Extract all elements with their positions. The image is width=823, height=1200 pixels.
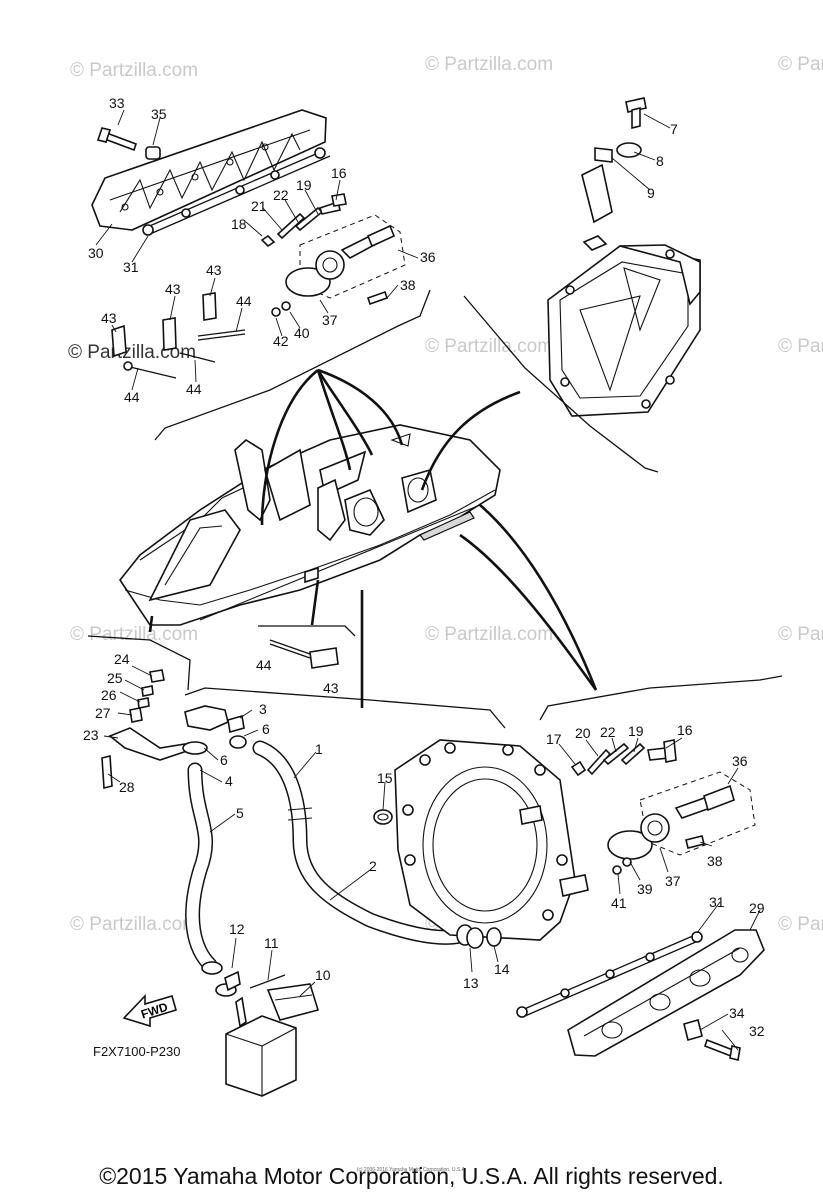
copyright-footer: ©2015 Yamaha Motor Corporation, U.S.A. A… bbox=[99, 1163, 724, 1189]
callout-38: 38 bbox=[400, 277, 416, 293]
callout-20: 20 bbox=[575, 725, 591, 741]
sponson-assembly-top bbox=[91, 109, 331, 236]
callout-31: 31 bbox=[123, 259, 139, 275]
callout-13: 13 bbox=[463, 975, 479, 991]
callout-40: 40 bbox=[294, 325, 310, 341]
scupper-assembly-top bbox=[260, 193, 406, 317]
callout-25: 25 bbox=[107, 670, 123, 686]
callout-1: 1 bbox=[315, 741, 323, 757]
hoses-left bbox=[182, 705, 468, 997]
group-bracket-top-left bbox=[154, 289, 431, 441]
callout-16: 16 bbox=[331, 165, 347, 181]
callout-39: 39 bbox=[637, 881, 653, 897]
callout-19: 19 bbox=[296, 177, 312, 193]
callout-26: 26 bbox=[101, 687, 117, 703]
callout-17: 17 bbox=[546, 731, 562, 747]
group-bracket-bottom-left bbox=[87, 635, 191, 691]
callout-labels: 33 35 30 31 18 21 22 19 16 36 38 37 40 4… bbox=[83, 95, 765, 1039]
callout-3: 3 bbox=[259, 701, 267, 717]
callout-21: 21 bbox=[251, 198, 267, 214]
callout-34: 34 bbox=[729, 1005, 745, 1021]
callout-36: 36 bbox=[732, 753, 748, 769]
callout-44: 44 bbox=[236, 293, 252, 309]
callout-2: 2 bbox=[369, 858, 377, 874]
scupper-assembly-bottom bbox=[570, 739, 756, 875]
watermark: © Partzilla.com bbox=[778, 914, 823, 935]
group-bracket-bottom-center bbox=[184, 687, 506, 729]
callout-31: 31 bbox=[709, 894, 725, 910]
clip-pins-center bbox=[258, 625, 356, 669]
hose-clamps-center bbox=[373, 809, 502, 949]
callout-42: 42 bbox=[273, 333, 289, 349]
group-bracket-bottom-right bbox=[539, 675, 783, 721]
nozzle-assembly-top bbox=[547, 97, 701, 417]
tiny-credit: (c) 2006-2016 Yamaha Motor Corporation, … bbox=[356, 1167, 467, 1173]
clip-pins-top bbox=[111, 292, 246, 379]
callout-43: 43 bbox=[101, 310, 117, 326]
callout-44: 44 bbox=[186, 381, 202, 397]
water-box bbox=[225, 974, 320, 1097]
callout-12: 12 bbox=[229, 921, 245, 937]
callout-7: 7 bbox=[670, 121, 678, 137]
callout-32: 32 bbox=[749, 1023, 765, 1039]
callout-27: 27 bbox=[95, 705, 111, 721]
watermark: © Partzilla.com bbox=[70, 624, 198, 645]
callout-37: 37 bbox=[665, 873, 681, 889]
callout-5: 5 bbox=[236, 805, 244, 821]
callout-44: 44 bbox=[256, 657, 272, 673]
callout-14: 14 bbox=[494, 961, 510, 977]
callout-29: 29 bbox=[749, 900, 765, 916]
watermark: © Partzilla.com bbox=[778, 336, 823, 357]
callout-10: 10 bbox=[315, 967, 331, 983]
callout-24: 24 bbox=[114, 651, 130, 667]
callout-28: 28 bbox=[119, 779, 135, 795]
callout-6: 6 bbox=[220, 752, 228, 768]
callout-41: 41 bbox=[611, 895, 627, 911]
callout-36: 36 bbox=[420, 249, 436, 265]
bracket-parts-left bbox=[101, 669, 192, 790]
callout-44: 44 bbox=[124, 389, 140, 405]
callout-18: 18 bbox=[231, 216, 247, 232]
fwd-arrow-indicator: FWD bbox=[122, 994, 177, 1028]
callout-6: 6 bbox=[262, 721, 270, 737]
callout-23: 23 bbox=[83, 727, 99, 743]
watermark: © Partzilla.com bbox=[778, 624, 823, 645]
watermark: © Partzilla.com bbox=[425, 624, 553, 645]
watermark: © Partzilla.com bbox=[425, 336, 553, 357]
callout-15: 15 bbox=[377, 770, 393, 786]
callout-43: 43 bbox=[323, 680, 339, 696]
watermark: © Partzilla.com bbox=[425, 54, 553, 75]
callout-16: 16 bbox=[677, 722, 693, 738]
callout-37: 37 bbox=[322, 312, 338, 328]
pump-housing bbox=[394, 739, 589, 946]
watermark: © Partzilla.com bbox=[70, 60, 198, 81]
watermark-prominent: © Partzilla.com bbox=[68, 342, 196, 363]
watermark: © Partzilla.com bbox=[778, 54, 823, 75]
callout-43: 43 bbox=[206, 262, 222, 278]
callout-30: 30 bbox=[88, 245, 104, 261]
watercraft-hull bbox=[119, 424, 501, 626]
callout-33: 33 bbox=[109, 95, 125, 111]
callout-19: 19 bbox=[628, 723, 644, 739]
callout-4: 4 bbox=[225, 773, 233, 789]
callout-35: 35 bbox=[151, 106, 167, 122]
callout-22: 22 bbox=[273, 187, 289, 203]
sponson-assembly-bottom bbox=[516, 929, 765, 1061]
group-bracket-top-right bbox=[463, 295, 659, 473]
callout-38: 38 bbox=[707, 853, 723, 869]
callout-22: 22 bbox=[600, 724, 616, 740]
assembly-arrows bbox=[148, 368, 598, 708]
leader-lines bbox=[95, 109, 761, 1051]
watermark: © Partzilla.com bbox=[70, 914, 198, 935]
callout-8: 8 bbox=[656, 153, 664, 169]
diagram-code: F2X7100-P230 bbox=[93, 1044, 181, 1059]
callout-43: 43 bbox=[165, 281, 181, 297]
callout-11: 11 bbox=[264, 935, 279, 951]
callout-9: 9 bbox=[647, 185, 655, 201]
